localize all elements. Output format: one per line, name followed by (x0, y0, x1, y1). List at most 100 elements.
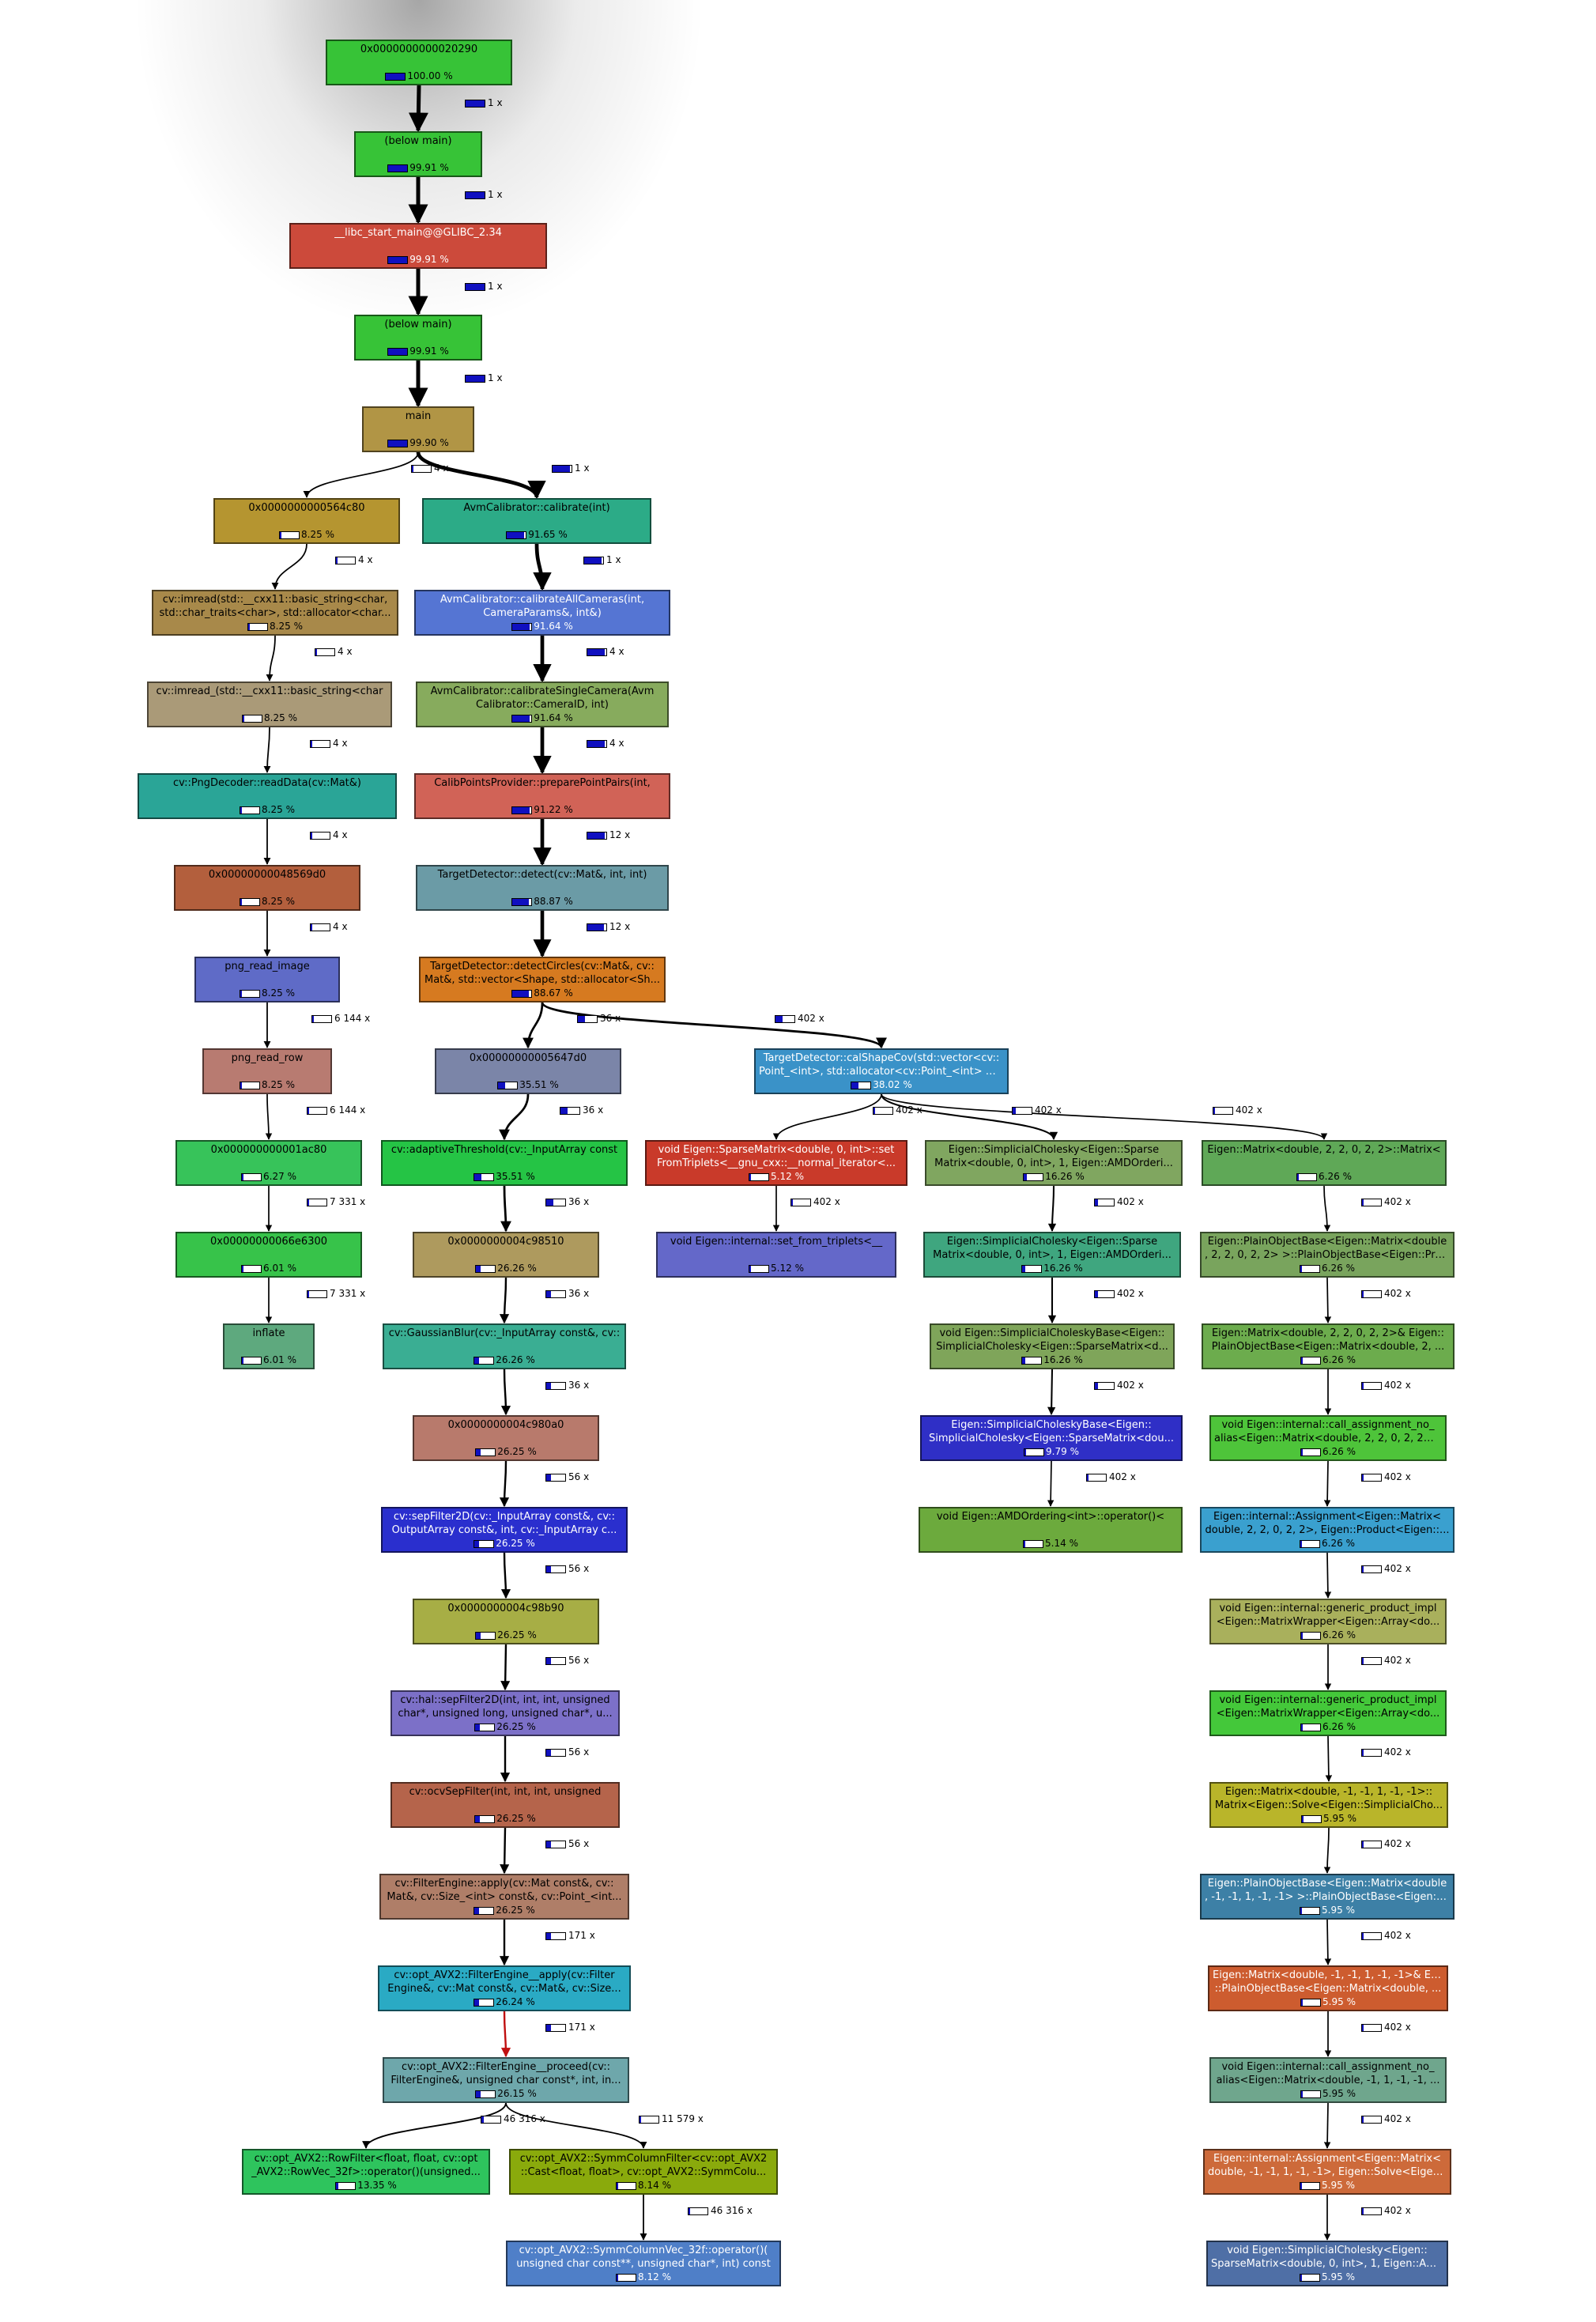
function-node[interactable]: cv::opt_AVX2::FilterEngine__proceed(cv::… (383, 2057, 629, 2103)
cost-bar (1300, 1356, 1322, 1365)
edge-count-bar (545, 2023, 566, 2032)
function-node[interactable]: Eigen::PlainObjectBase<Eigen::Matrix<dou… (1200, 1232, 1455, 1278)
function-name: Eigen::PlainObjectBase<Eigen::Matrix<dou… (1207, 1878, 1447, 1890)
function-node[interactable]: cv::imread_(std::__cxx11::basic_string<c… (147, 681, 392, 727)
edge-count-bar (688, 2207, 708, 2215)
cost-percent: 5.95 % (1323, 1813, 1356, 1824)
function-node[interactable]: Eigen::SimplicialCholeskyBase<Eigen::Sim… (920, 1415, 1183, 1461)
call-edge (266, 635, 276, 681)
function-node[interactable]: cv::FilterEngine::apply(cv::Mat const&, … (379, 1874, 629, 1920)
function-node[interactable]: (below main)99.91 % (354, 131, 482, 177)
function-node[interactable]: Eigen::internal::Assignment<Eigen::Matri… (1200, 1507, 1455, 1553)
function-node[interactable]: Eigen::internal::Assignment<Eigen::Matri… (1203, 2149, 1451, 2195)
function-node[interactable]: AvmCalibrator::calibrate(int)91.65 % (422, 498, 651, 544)
function-node[interactable]: (below main)99.91 % (354, 315, 482, 361)
edge-call-count: 4 x (310, 738, 348, 749)
function-node[interactable]: void Eigen::internal::call_assignment_no… (1209, 1415, 1447, 1461)
cost-percent: 6.26 % (1322, 1721, 1356, 1732)
function-name: FilterEngine&, unsigned char const*, int… (391, 2075, 621, 2086)
function-node[interactable]: Eigen::PlainObjectBase<Eigen::Matrix<dou… (1200, 1874, 1455, 1920)
edge-call-count: 402 x (1094, 1288, 1144, 1299)
function-node[interactable]: CalibPointsProvider::preparePointPairs(i… (414, 773, 670, 819)
cost-bar (474, 1906, 495, 1915)
function-node[interactable]: TargetDetector::detect(cv::Mat&, int, in… (416, 865, 669, 911)
function-node[interactable]: void Eigen::internal::set_from_triplets<… (656, 1232, 896, 1278)
inclusive-cost: 5.95 % (1208, 2271, 1447, 2282)
inclusive-cost: 8.25 % (153, 621, 397, 632)
cost-bar (240, 806, 261, 814)
edge-count-text: 56 x (568, 1655, 590, 1666)
function-node[interactable]: Eigen::Matrix<double, -1, -1, 1, -1, -1>… (1209, 1782, 1448, 1828)
cost-percent: 26.25 % (496, 1721, 536, 1732)
inclusive-cost: 5.95 % (1211, 2088, 1445, 2099)
function-node[interactable]: void Eigen::SimplicialCholeskyBase<Eigen… (930, 1323, 1175, 1369)
edge-call-count: 12 x (587, 829, 630, 840)
function-node[interactable]: cv::adaptiveThreshold(cv::_InputArray co… (381, 1140, 628, 1186)
inclusive-cost: 35.51 % (436, 1079, 620, 1090)
edge-count-text: 1 x (488, 281, 503, 292)
cost-percent: 6.26 % (1322, 1263, 1355, 1274)
call-edge (265, 1093, 273, 1140)
cost-bar (1300, 2273, 1321, 2282)
function-node[interactable]: AvmCalibrator::calibrateSingleCamera(Avm… (416, 681, 669, 727)
cost-bar (1021, 1356, 1043, 1365)
inclusive-cost: 6.26 % (1202, 1263, 1453, 1274)
edge-count-text: 56 x (568, 1838, 590, 1849)
function-name: cv::FilterEngine::apply(cv::Mat const&, … (394, 1878, 614, 1890)
function-node[interactable]: cv::opt_AVX2::SymmColumnFilter<cv::opt_A… (509, 2149, 778, 2195)
function-node[interactable]: cv::opt_AVX2::FilterEngine__apply(cv::Fi… (378, 1965, 631, 2011)
function-node[interactable]: TargetDetector::detectCircles(cv::Mat&, … (419, 957, 666, 1002)
function-node[interactable]: cv::ocvSepFilter(int, int, int, unsigned… (391, 1782, 620, 1828)
cost-percent: 99.91 % (409, 162, 449, 173)
inclusive-cost: 26.15 % (384, 2088, 628, 2099)
function-node[interactable]: cv::PngDecoder::readData(cv::Mat&)8.25 % (138, 773, 397, 819)
function-node[interactable]: cv::opt_AVX2::SymmColumnVec_32f::operato… (506, 2241, 781, 2286)
edge-count-text: 402 x (1384, 2205, 1411, 2216)
function-node[interactable]: cv::GaussianBlur(cv::_InputArray const&,… (383, 1323, 626, 1369)
function-node[interactable]: AvmCalibrator::calibrateAllCameras(int,C… (414, 590, 670, 636)
inclusive-cost: 6.01 % (177, 1263, 360, 1274)
cost-bar (474, 1998, 495, 2007)
function-node[interactable]: Eigen::Matrix<double, 2, 2, 0, 2, 2>::Ma… (1202, 1140, 1447, 1186)
cost-percent: 26.26 % (496, 1354, 535, 1365)
function-node[interactable]: void Eigen::internal::call_assignment_no… (1209, 2057, 1447, 2103)
function-node[interactable]: void Eigen::internal::generic_product_im… (1209, 1690, 1447, 1736)
edge-call-count: 7 331 x (307, 1196, 365, 1207)
function-name: SimplicialCholesky<Eigen::SparseMatrix<d… (929, 1433, 1174, 1444)
function-node[interactable]: TargetDetector::calShapeCov(std::vector<… (754, 1048, 1009, 1094)
cost-bar (247, 622, 269, 631)
cost-bar (1300, 1906, 1321, 1915)
edge-count-text: 1 x (488, 189, 503, 200)
function-node[interactable]: cv::sepFilter2D(cv::_InputArray const&, … (381, 1507, 628, 1553)
edge-count-bar (545, 1198, 566, 1206)
inclusive-cost: 8.25 % (196, 987, 338, 999)
function-node[interactable]: cv::imread(std::__cxx11::basic_string<ch… (152, 590, 398, 636)
cost-percent: 16.26 % (1045, 1171, 1085, 1182)
function-node[interactable]: void Eigen::AMDOrdering<int>::operator()… (919, 1507, 1183, 1553)
function-node[interactable]: cv::opt_AVX2::RowFilter<float, float, cv… (242, 2149, 490, 2195)
function-node[interactable]: Eigen::Matrix<double, -1, -1, 1, -1, -1>… (1208, 1965, 1448, 2011)
function-node[interactable]: void Eigen::SparseMatrix<double, 0, int>… (645, 1140, 907, 1186)
function-node[interactable]: Eigen::Matrix<double, 2, 2, 0, 2, 2>& Ei… (1202, 1323, 1455, 1369)
edge-count-text: 402 x (1117, 1196, 1144, 1207)
function-node[interactable]: cv::hal::sepFilter2D(int, int, int, unsi… (391, 1690, 620, 1736)
function-node[interactable]: void Eigen::SimplicialCholesky<Eigen::Sp… (1206, 2241, 1448, 2286)
function-node[interactable]: void Eigen::internal::generic_product_im… (1209, 1599, 1447, 1644)
function-name: ::PlainObjectBase<Eigen::Matrix<double, … (1214, 1983, 1442, 1995)
